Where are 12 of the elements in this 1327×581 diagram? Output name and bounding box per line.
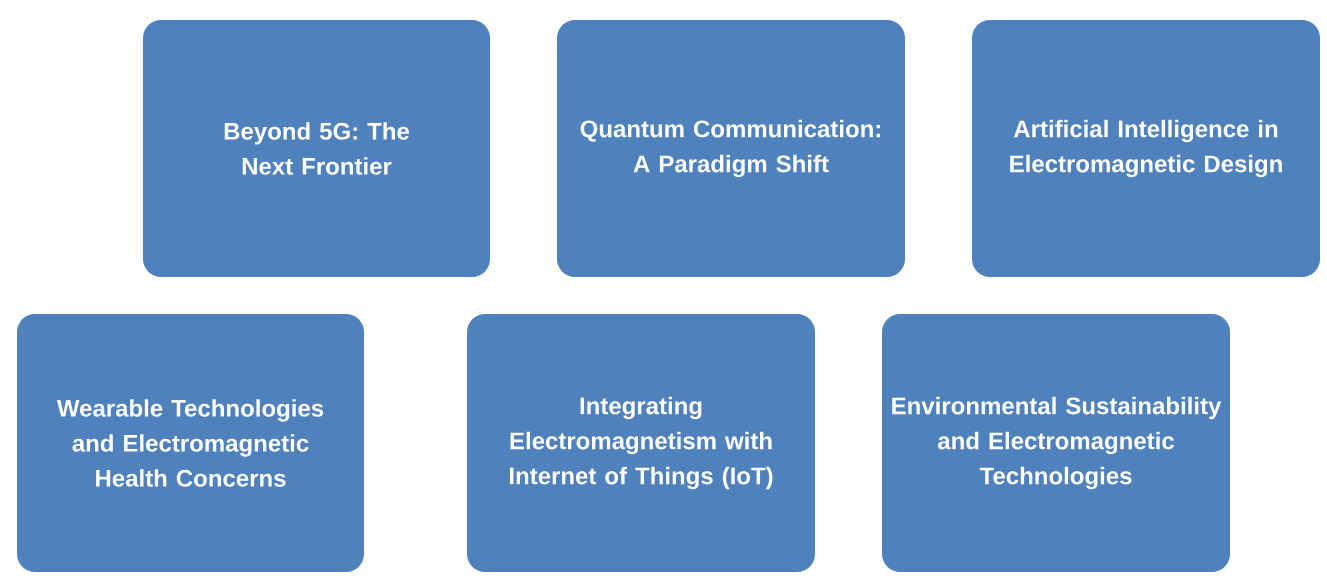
topic-box: Environmental Sustainability and Electromagnetic Technologies (875, 307, 1237, 579)
topic-box: Artificial Intelligence in Electromagnetic Design (965, 13, 1327, 284)
node-label: Quantum Communication: A Paradigm Shift (580, 119, 881, 178)
topic-box: Quantum Communication: A Paradigm Shift (550, 13, 912, 284)
node-label: Integrating Electromagnetism with Internet of Things (IoT) (509, 396, 773, 490)
node-label: Artificial Intelligence in Electromagnetic Design (1010, 119, 1282, 178)
topic-box: Integrating Electromagnetism with Internet of Things (IoT) (460, 307, 822, 579)
node-label: Wearable Technologies and Electromagnetic Health Concerns (56, 399, 324, 487)
topic-box: Wearable Technologies and Electromagnetic Health Concerns (10, 307, 371, 579)
topic-box: Beyond 5G: The Next Frontier (136, 13, 497, 284)
node-label: Beyond 5G: The Next Frontier (224, 122, 410, 175)
node-label: Environmental Sustainability and Electromagnetic Technologies (892, 396, 1222, 490)
